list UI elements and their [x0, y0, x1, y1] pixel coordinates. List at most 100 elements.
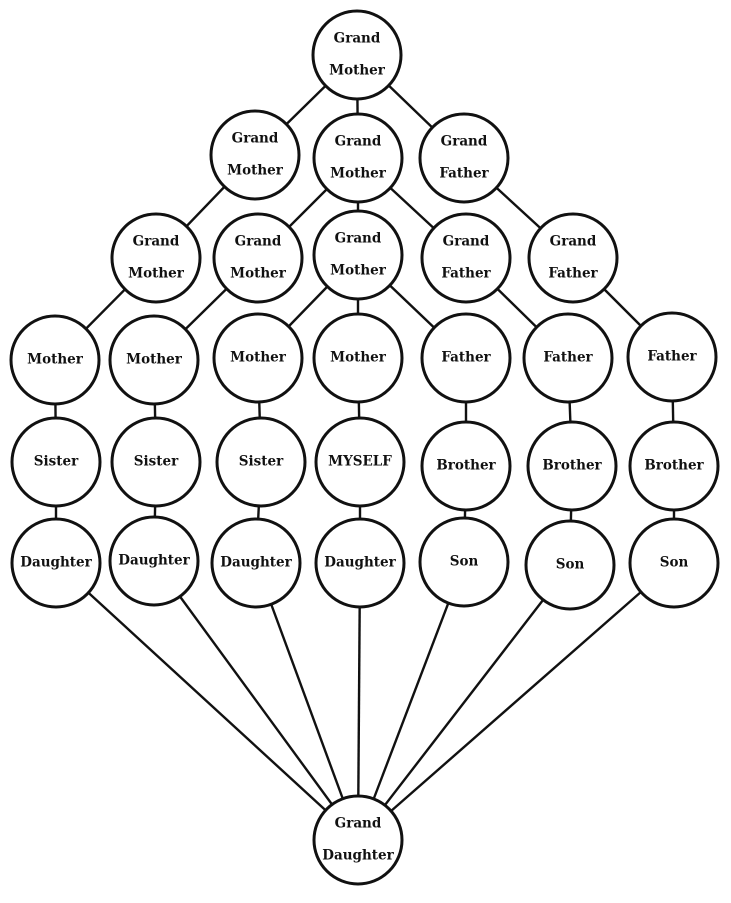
node-circle	[312, 794, 404, 886]
node-label: Mother	[128, 266, 185, 282]
node-label: Mother	[330, 263, 387, 279]
node-r5-brother-1: Brother	[420, 420, 512, 512]
node-r4-father-3: Father	[626, 311, 718, 403]
connector-r6-daughter-2-to-bottom-granddaughter	[153, 560, 359, 841]
node-label: Mother	[329, 63, 386, 79]
node-label: Daughter	[118, 553, 190, 569]
node-r4-father-1: Father	[420, 312, 512, 404]
node-label: Brother	[436, 458, 496, 474]
node-circle	[628, 420, 720, 512]
node-circle	[420, 312, 512, 404]
node-label: Grand	[335, 134, 382, 150]
node-r4-father-2: Father	[522, 312, 614, 404]
node-r6-son-3: Son	[628, 517, 720, 609]
node-r5-brother-3: Brother	[628, 420, 720, 512]
node-label: Mother	[230, 350, 287, 366]
node-label: Mother	[230, 266, 287, 282]
node-label: Mother	[126, 352, 183, 368]
node-circle	[522, 312, 614, 404]
node-circle	[10, 416, 102, 508]
node-circle	[628, 517, 720, 609]
node-circle	[108, 314, 200, 406]
node-circle	[526, 420, 618, 512]
node-label: Son	[660, 555, 689, 571]
connector-r6-daughter-4-to-bottom-granddaughter	[356, 562, 362, 841]
node-r4-mother-4: Mother	[312, 312, 404, 404]
node-label: Father	[543, 350, 593, 366]
node-r6-daughter-4: Daughter	[314, 517, 406, 609]
node-label: Mother	[330, 166, 387, 182]
node-circle	[524, 519, 616, 611]
node-label: Sister	[239, 454, 284, 470]
node-r4-mother-2: Mother	[108, 314, 200, 406]
node-r6-daughter-2: Daughter	[108, 515, 200, 607]
node-r5-myself: MYSELF	[314, 416, 406, 508]
node-label: MYSELF	[328, 454, 392, 470]
node-label: Father	[441, 266, 491, 282]
node-label: Son	[450, 554, 479, 570]
node-label: Grand	[334, 31, 381, 47]
node-label: Father	[647, 349, 697, 365]
node-label: Grand	[235, 234, 282, 250]
node-label: Mother	[27, 352, 84, 368]
node-circle	[209, 109, 301, 201]
node-r4-mother-3: Mother	[212, 312, 304, 404]
node-r5-brother-2: Brother	[526, 420, 618, 512]
node-r6-daughter-1: Daughter	[10, 517, 102, 609]
connector-r6-son-3-to-bottom-granddaughter	[357, 562, 675, 841]
node-circle	[311, 9, 403, 101]
connector-r6-daughter-3-to-bottom-granddaughter	[254, 562, 360, 841]
node-label: Son	[556, 557, 585, 573]
node-label: Grand	[232, 131, 279, 147]
node-label: Mother	[227, 163, 284, 179]
node-r6-son-2: Son	[524, 519, 616, 611]
node-circle	[215, 416, 307, 508]
node-r5-sister-2: Sister	[110, 416, 202, 508]
node-label: Father	[548, 266, 598, 282]
node-circle	[212, 312, 304, 404]
node-circle	[110, 416, 202, 508]
node-circle	[418, 516, 510, 608]
node-circle	[108, 515, 200, 607]
node-label: Brother	[542, 458, 602, 474]
node-r6-son-1: Son	[418, 516, 510, 608]
node-r5-sister-1: Sister	[10, 416, 102, 508]
connector-r6-son-2-to-bottom-granddaughter	[357, 564, 571, 841]
node-label: Grand	[550, 234, 597, 250]
node-circle	[312, 209, 404, 301]
connector-r6-daughter-1-to-bottom-granddaughter	[55, 562, 359, 841]
node-label: Grand	[133, 234, 180, 250]
node-r6-daughter-3: Daughter	[210, 517, 302, 609]
node-circle	[420, 212, 512, 304]
node-label: Daughter	[20, 555, 92, 571]
node-label: Grand	[335, 816, 382, 832]
node-circle	[9, 314, 101, 406]
node-label: Father	[441, 350, 491, 366]
relationship-nodes: GrandMotherGrandMotherGrandMotherGrandFa…	[9, 9, 720, 886]
node-circle	[10, 517, 102, 609]
node-label: Sister	[134, 454, 179, 470]
node-circle	[312, 112, 404, 204]
node-label: Father	[439, 166, 489, 182]
node-circle	[314, 416, 406, 508]
node-label: Daughter	[220, 555, 292, 571]
node-label: Grand	[443, 234, 490, 250]
node-circle	[110, 212, 202, 304]
node-circle	[312, 312, 404, 404]
node-r5-sister-3: Sister	[215, 416, 307, 508]
node-label: Daughter	[324, 555, 396, 571]
node-r4-mother-1: Mother	[9, 314, 101, 406]
node-label: Mother	[330, 350, 387, 366]
node-circle	[527, 212, 619, 304]
node-label: Grand	[441, 134, 488, 150]
